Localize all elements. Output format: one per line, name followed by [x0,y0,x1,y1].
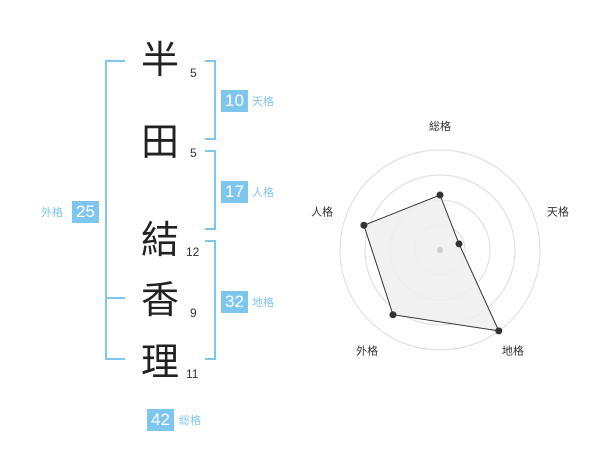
radar-point-1 [436,191,444,199]
jinkaku-bracket [205,150,216,230]
chikaku-bracket [205,240,216,360]
radar-axis-label-5: 人格 [311,205,333,219]
radar-point-5 [360,221,368,229]
radar-point-4 [389,311,397,319]
jinkaku-value: 17 [221,181,248,203]
radar-ring-4 [339,149,541,351]
chikaku-label: 地格 [252,296,274,309]
stroke-count-3: 12 [186,245,200,259]
radar-axis-label-3: 地格 [502,343,524,357]
outer-bracket [105,60,125,360]
radar-ring-3 [364,174,516,326]
jinkaku-label: 人格 [252,186,274,199]
gaikaku-value: 25 [72,201,99,223]
soukaku-label: 総格 [179,414,201,427]
name-char-4: 香 [140,278,179,322]
stroke-count-5: 11 [186,367,199,381]
radar-center [437,247,443,253]
stroke-count-1: 5 [190,66,197,80]
radar-point-2 [455,240,463,248]
stroke-count-4: 9 [190,306,197,320]
chikaku-value: 32 [221,291,248,313]
tenkaku-bracket [205,60,216,140]
radar-axis-label-2: 天格 [547,205,569,219]
stroke-count-2: 5 [190,146,197,160]
tenkaku-label: 天格 [252,95,274,108]
soukaku-value: 42 [147,409,174,431]
radar-axis-label-1: 総格 [429,119,451,133]
gaikaku-label: 外格 [41,206,63,219]
radar-axis-label-4: 外格 [356,343,378,357]
tenkaku-value: 10 [221,90,248,112]
name-char-1: 半 [140,38,179,82]
name-char-5: 理 [140,340,179,384]
radar-area [363,194,500,332]
name-char-3: 結 [140,218,179,262]
outer-bracket-tick [105,297,125,299]
name-char-2: 田 [140,120,179,164]
radar-point-3 [495,327,503,335]
